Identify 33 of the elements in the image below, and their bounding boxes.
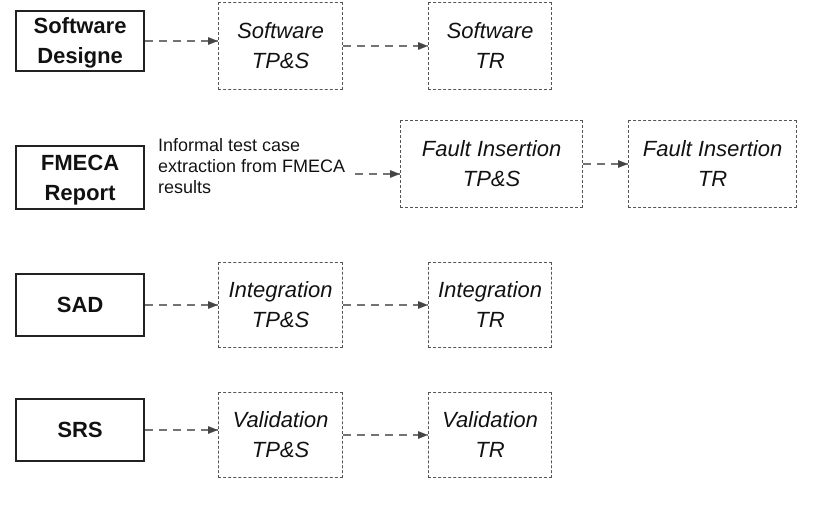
box-label: Validation TR [441,406,539,464]
test-document-box [428,2,552,90]
arrow [343,42,428,50]
arrow [145,37,218,45]
test-document-box [628,120,797,208]
arrow [343,301,428,309]
arrow [145,426,218,434]
box-label: Software TP&S [236,17,325,75]
box-label: Validation TP&S [232,406,330,464]
document-box [15,10,145,72]
box-label: Integration TP&S [228,276,334,334]
test-document-box [218,2,343,90]
note-text: Informal test case extraction from FMECA results [158,134,346,198]
test-document-box [400,120,583,208]
document-box [15,273,145,337]
box-label: SRS [57,416,103,444]
document-box [15,398,145,462]
arrow [583,160,628,168]
box-label: Integration TR [437,276,543,334]
test-document-box [428,392,552,478]
box-label: Fault Insertion TR [642,135,784,193]
arrow [355,170,400,178]
test-document-box [218,262,343,348]
box-label: Software TR [446,17,534,75]
test-document-box [218,392,343,478]
arrow [145,301,218,309]
box-label: Software Designe [32,12,128,70]
box-label: SAD [56,291,104,319]
box-label: Fault Insertion TP&S [420,135,562,193]
test-document-box [428,262,552,348]
arrow [343,431,428,439]
box-label: FMECA Report [40,148,120,207]
document-box [15,145,145,210]
